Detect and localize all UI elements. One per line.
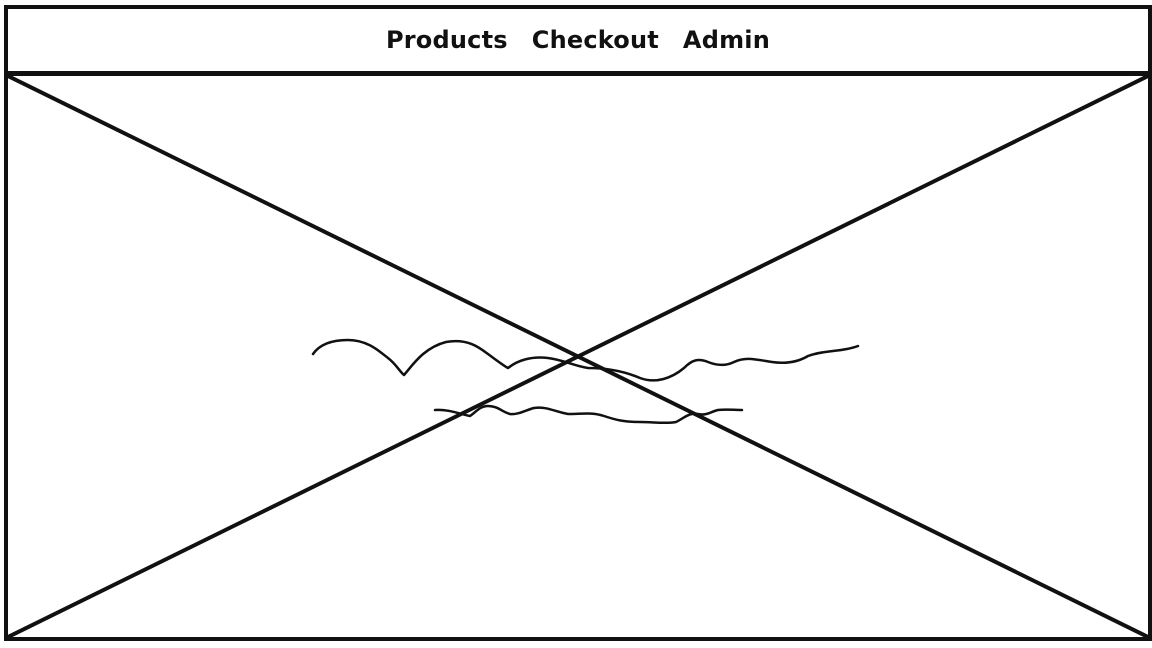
cross-line-ascending <box>8 76 1148 637</box>
image-placeholder-cross-icon <box>8 76 1148 637</box>
scribble-text-icon <box>311 338 860 425</box>
scribble-line-2 <box>433 404 744 425</box>
nav-link-admin[interactable]: Admin <box>682 26 770 54</box>
image-placeholder <box>8 76 1148 637</box>
wireframe-page: Products Checkout Admin <box>4 5 1152 641</box>
nav-link-checkout[interactable]: Checkout <box>531 26 659 54</box>
top-navigation-bar: Products Checkout Admin <box>8 9 1148 76</box>
nav-link-products[interactable]: Products <box>385 26 508 54</box>
content-area <box>8 76 1148 637</box>
scribble-line-1 <box>311 338 860 382</box>
